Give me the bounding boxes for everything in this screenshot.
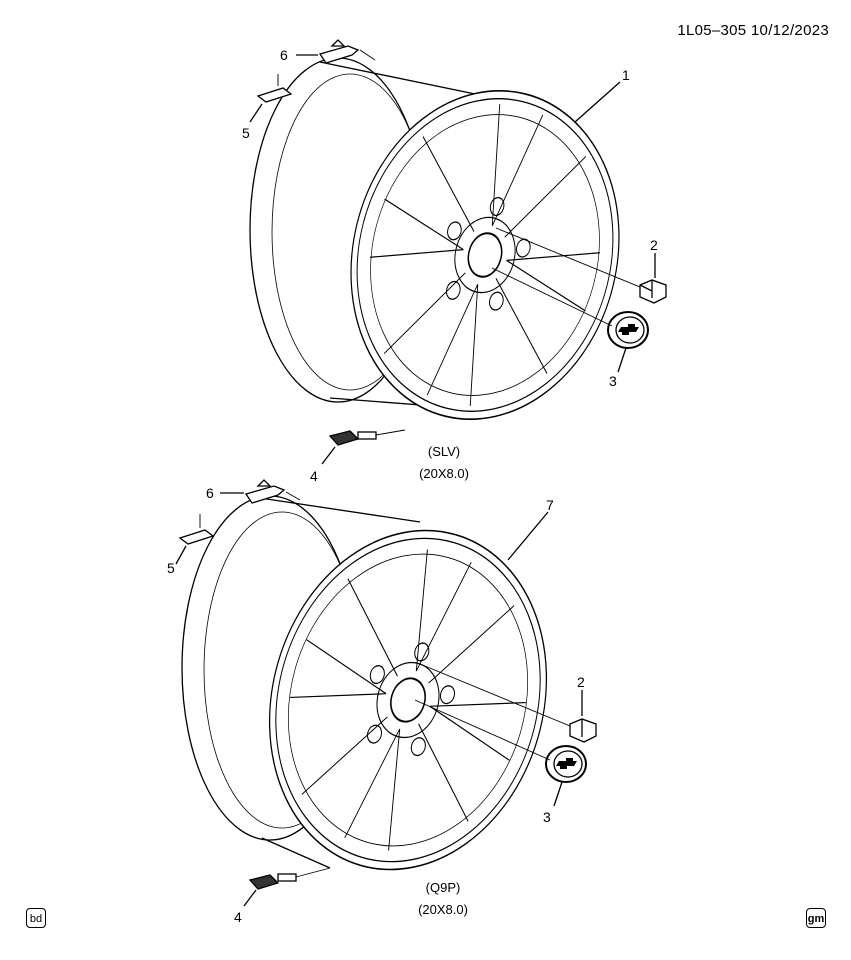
upper-lug-nut: [639, 279, 667, 304]
callout-wheel-upper: 1: [622, 67, 630, 83]
callout-cap-lower: 3: [543, 809, 551, 825]
lower-valve-stem: [248, 873, 297, 890]
callout-cap-upper: 3: [609, 373, 617, 389]
callout-weight-a-lower: 5: [167, 560, 175, 576]
callout-valve-lower: 4: [234, 909, 242, 925]
callout-valve-upper: 4: [310, 468, 318, 484]
upper-wheel: [249, 39, 667, 465]
callout-nut-lower: 2: [577, 674, 585, 690]
callout-weight-b-upper: 6: [280, 47, 288, 63]
callout-wheel-lower: 7: [546, 497, 554, 513]
lower-center-cap: [545, 745, 587, 783]
gm-logo-badge: gm: [806, 908, 826, 928]
lower-lug-nut: [569, 718, 597, 743]
callout-weight-a-upper: 5: [242, 125, 250, 141]
callout-nut-upper: 2: [650, 237, 658, 253]
document-id: 1L05–305 10/12/2023: [677, 22, 829, 39]
lower-variant-code: (Q9P): [425, 880, 461, 895]
callout-weight-b-lower: 6: [206, 485, 214, 501]
upper-variant-code: (SLV): [427, 444, 461, 459]
lower-wheel: [175, 479, 597, 907]
lower-variant-size: (20X8.0): [418, 902, 468, 917]
upper-valve-stem: [328, 430, 377, 446]
bd-badge: bd: [26, 908, 46, 928]
upper-variant-size: (20X8.0): [419, 466, 469, 481]
upper-center-cap: [607, 311, 649, 349]
